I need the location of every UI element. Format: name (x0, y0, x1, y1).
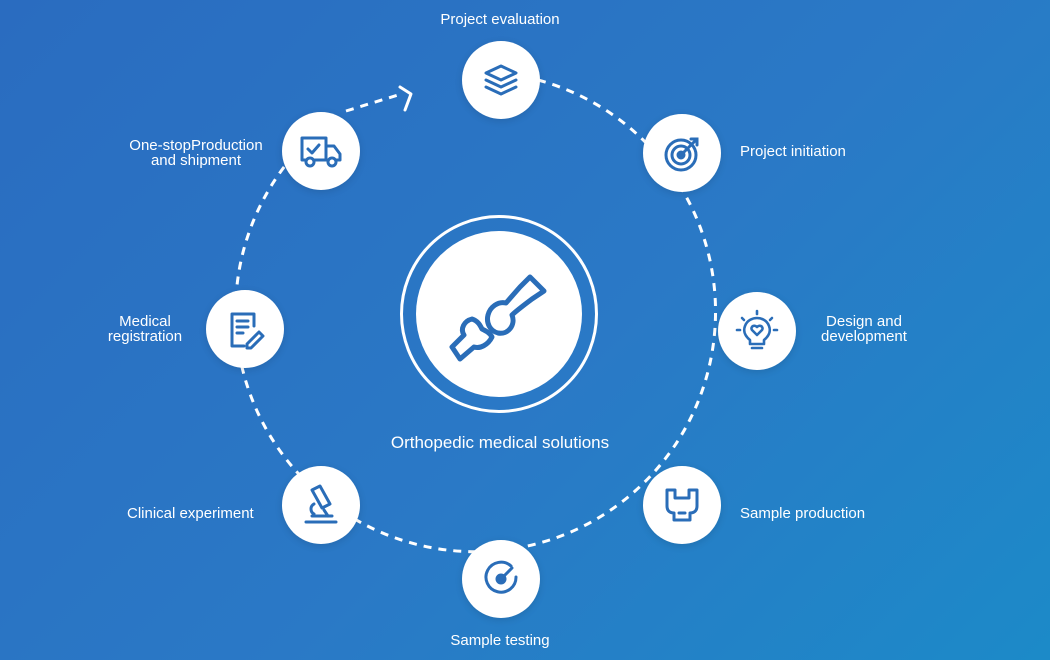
step-label-design-development: Design and development (821, 313, 907, 345)
step-project-initiation[interactable] (643, 114, 721, 192)
lightbulb-heart-icon (735, 309, 779, 350)
step-project-evaluation[interactable] (462, 41, 540, 119)
step-sample-testing[interactable] (462, 540, 540, 618)
center-hub[interactable] (416, 231, 582, 397)
delivery-truck-icon (300, 136, 342, 168)
bone-joint-icon (449, 274, 547, 362)
step-design-development[interactable] (718, 292, 796, 370)
step-label-production-shipment: One-stopProduction and shipment (129, 137, 263, 169)
step-label-project-initiation: Project initiation (740, 143, 846, 160)
center-ring (400, 215, 598, 413)
step-medical-registration[interactable] (206, 290, 284, 368)
wrench-jaw-icon (665, 488, 699, 522)
target-arrow-icon (664, 137, 699, 172)
center-label: Orthopedic medical solutions (390, 433, 610, 452)
step-label-sample-testing: Sample testing (450, 632, 550, 649)
step-label-sample-production: Sample production (740, 505, 866, 522)
document-edit-icon (230, 312, 265, 350)
step-label-clinical-experiment: Clinical experiment (127, 505, 254, 522)
step-clinical-experiment[interactable] (282, 466, 360, 544)
stacked-layers-icon (484, 64, 518, 96)
gauge-icon (484, 560, 518, 594)
microscope-icon (304, 484, 338, 524)
step-production-shipment[interactable] (282, 112, 360, 190)
cycle-arrowhead (398, 85, 413, 112)
step-sample-production[interactable] (643, 466, 721, 544)
step-label-medical-registration: Medical registration (107, 313, 183, 345)
step-label-project-evaluation: Project evaluation (440, 11, 560, 28)
